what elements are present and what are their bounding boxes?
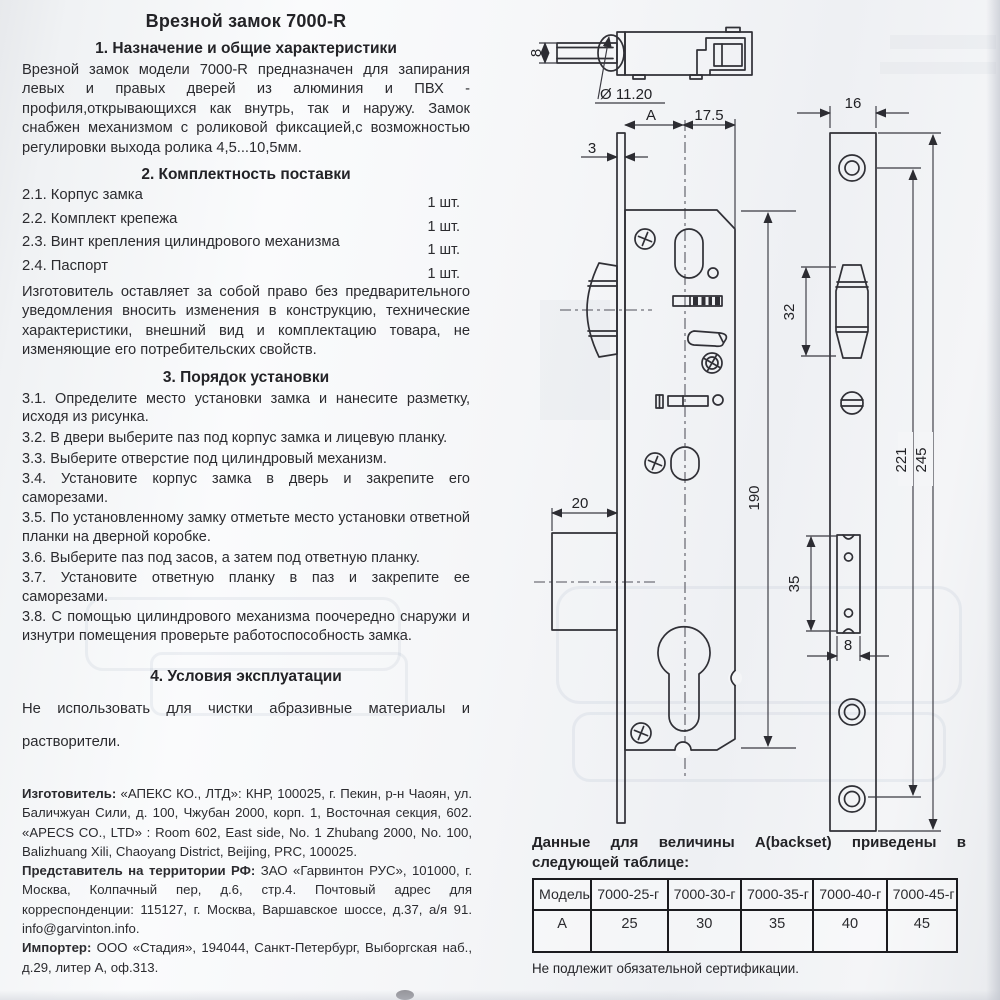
euro-cylinder-cutout [657, 625, 711, 732]
backset-table: Модель 7000-25-г 7000-30-г 7000-35-г 700… [531, 878, 959, 953]
table-value-cell: 25 [590, 909, 669, 953]
importer-lead: Импортер: [22, 940, 92, 956]
install-step: 3.8. С помощью цилиндрового механизма по… [22, 609, 470, 644]
dim-label-plate-height: 245 [913, 447, 930, 472]
install-step: 3.4. Установите корпус замка в дверь и з… [22, 471, 470, 506]
table-value-cell: 30 [666, 909, 742, 953]
strike-roller-catch [835, 264, 869, 359]
kit-item: 2.3. Винт крепления цилиндрового механиз… [22, 234, 470, 258]
install-step: 3.3. Выберите отверстие под цилиндровый … [22, 450, 387, 467]
table-header-cell: 7000-35-г [739, 878, 815, 911]
install-step: 3.6. Выберите паз под засов, а затем под… [22, 549, 420, 566]
roller-latch [586, 262, 618, 358]
dim-label-backset: A [646, 107, 656, 124]
dim-label-plate-width: 16 [845, 95, 862, 112]
deadbolt-outline [551, 532, 618, 631]
table-row-label: A [531, 909, 593, 953]
section4: 4. Условия эксплуатации Не использовать … [22, 660, 470, 759]
page-title: Врезной замок 7000-R [145, 11, 347, 31]
representative-text: ЗАО «Гарвинтон РУС», 101000, г. Москва, … [22, 863, 472, 937]
section3-heading: 3. Порядок установки [162, 368, 330, 386]
install-steps: 3.1. Определите место установки замка и … [22, 390, 470, 645]
section2-note: Изготовитель оставляет за собой право бе… [22, 284, 470, 359]
manufacturer-block: Изготовитель: «АПЕКС КО., ЛТД»: КНР, 100… [22, 784, 472, 977]
install-step: 3.1. Определите место установки замка и … [22, 390, 470, 425]
kit-item-qty: 1 шт. [427, 265, 460, 282]
dim-label-slot-width: 8 [844, 637, 852, 654]
manufacturer-lead: Изготовитель: [22, 786, 117, 801]
table-header-row: Модель 7000-25-г 7000-30-г 7000-35-г 700… [531, 878, 959, 911]
manufacturer-text: «АПЕКС КО., ЛТД»: КНР, 100025, г. Пекин,… [22, 786, 472, 859]
representative-lead: Представитель на территории РФ: [22, 863, 256, 879]
lock-front-view [534, 119, 796, 824]
manual-text-column: Врезной замок 7000-R 1. Назначение и общ… [22, 4, 470, 648]
dim-label-roller-dia: Ø 11.20 [600, 86, 652, 103]
strike-plate-outline [829, 132, 877, 832]
importer-text: ООО «Стадия», 194044, Санкт-Петербург, В… [22, 940, 472, 975]
representative-paragraph: Представитель на территории РФ: ЗАО «Гар… [22, 861, 472, 938]
section4-heading: 4. Условия эксплуатации [150, 668, 342, 685]
section1-heading: 1. Назначение и общие характеристики [95, 40, 397, 57]
table-value-cell: 35 [739, 909, 815, 953]
dim-label-face-thickness: 3 [588, 140, 596, 157]
kit-item: 2.2. Комплект крепежа 1 шт. [22, 211, 470, 235]
lock-top-view [539, 26, 753, 104]
strike-plate-view [797, 106, 941, 832]
dim-label-slot-height: 35 [786, 576, 803, 593]
dimension-labels: 8 Ø 11.20 A 17.5 3 16 32 20 190 35 8 221… [528, 49, 930, 654]
install-step: 3.7. Установите ответную планку в паз и … [22, 570, 470, 605]
section1-paragraph: Врезной замок модели 7000-R предназначен… [22, 62, 470, 156]
manufacturer-paragraph: Изготовитель: «АПЕКС КО., ЛТД»: КНР, 100… [22, 784, 472, 861]
certification-note: Не подлежит обязательной сертификации. [532, 961, 799, 976]
kit-item-qty: 1 шт. [427, 218, 460, 235]
kit-item-label: 2.3. Винт крепления цилиндрового механиз… [22, 234, 340, 251]
photo-smudge [396, 990, 414, 1000]
table-header-cell: 7000-40-г [812, 878, 888, 911]
kit-item-qty: 1 шт. [427, 242, 460, 259]
table-header-cell: Модель [531, 878, 593, 911]
kit-item-label: 2.4. Паспорт [22, 257, 108, 274]
mechanism-details [630, 228, 728, 758]
table-value-row: A 25 30 35 40 45 [531, 909, 959, 953]
kit-item-label: 2.1. Корпус замка [22, 187, 143, 204]
install-step: 3.5. По установленному замку отметьте ме… [22, 510, 470, 545]
backset-table-block: Данные для величины A(backset) приведены… [531, 833, 966, 989]
strike-slot [836, 534, 861, 634]
kit-item: 2.4. Паспорт 1 шт. [22, 258, 470, 282]
table-value-cell: 45 [885, 909, 959, 953]
lock-body-outline [624, 209, 736, 751]
kit-item: 2.1. Корпус замка 1 шт. [22, 187, 470, 211]
kit-item-label: 2.2. Комплект крепежа [22, 210, 178, 227]
dim-label-body-height: 190 [746, 485, 763, 510]
section4-paragraph: Не использовать для чистки абразивные ма… [22, 701, 470, 750]
table-header-cell: 7000-25-г [590, 878, 669, 911]
dim-label-holes-distance: 221 [893, 447, 910, 472]
section2-heading: 2. Комплектность поставки [141, 166, 351, 184]
dim-label-17-5: 17.5 [694, 107, 723, 124]
table-header-cell: 7000-30-г [666, 878, 742, 911]
table-value-cell: 40 [812, 909, 888, 953]
importer-paragraph: Импортер: ООО «Стадия», 194044, Санкт-Пе… [22, 938, 472, 977]
kit-item-qty: 1 шт. [427, 195, 460, 212]
dim-label-roller-height: 32 [781, 304, 798, 321]
backset-table-caption: Данные для величины A(backset) приведены… [532, 834, 966, 871]
dim-label-top-height: 8 [528, 49, 545, 57]
table-header-cell: 7000-45-г [885, 878, 959, 911]
faceplate-outline [616, 132, 626, 824]
technical-drawing: 8 Ø 11.20 A 17.5 3 16 32 20 190 35 8 221… [528, 26, 941, 832]
install-step: 3.2. В двери выберите паз под корпус зам… [22, 429, 448, 446]
dim-label-bolt-length: 20 [572, 495, 589, 512]
paper-edge-shadow [0, 990, 1000, 1000]
